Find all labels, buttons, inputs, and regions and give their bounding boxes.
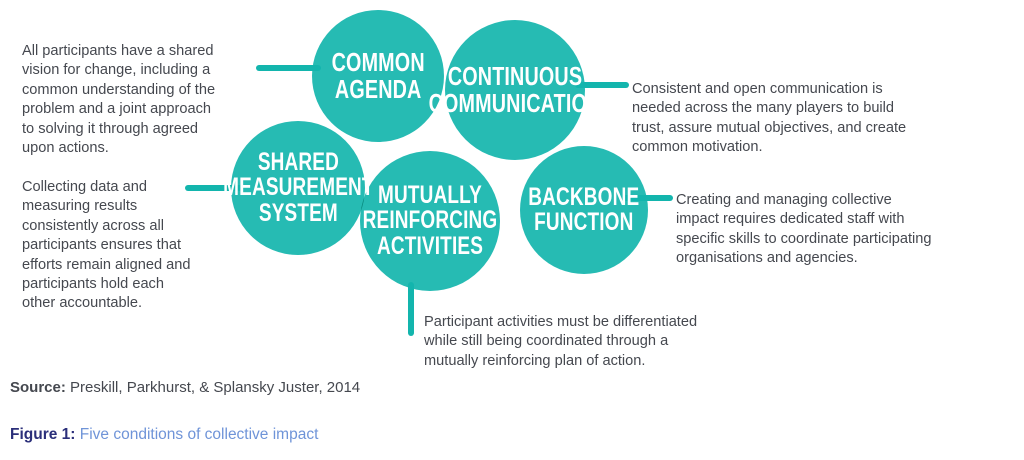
- circle-backbone-function[interactable]: [520, 146, 648, 274]
- source-caption: Source: Preskill, Parkhurst, & Splansky …: [10, 378, 360, 398]
- circle-common-agenda[interactable]: [312, 10, 444, 142]
- note-shared-measurement: Collecting data and measuring results co…: [22, 179, 191, 312]
- note-common-agenda: All participants have a shared vision fo…: [22, 43, 216, 157]
- figure-number: Figure 1:: [10, 426, 76, 443]
- figure-title: Five conditions of collective impact: [75, 426, 319, 443]
- source-text: Preskill, Parkhurst, & Splansky Juster, …: [65, 379, 361, 396]
- note-backbone-function: Creating and managing collective impact …: [676, 192, 932, 267]
- circle-mutually-reinforcing-activities[interactable]: [360, 151, 500, 291]
- source-label: Source:: [10, 379, 66, 396]
- figure-caption: Figure 1: Five conditions of collective …: [10, 425, 318, 445]
- circle-shared-measurement-system[interactable]: [231, 121, 365, 255]
- circle-continuous-communication[interactable]: [445, 20, 585, 160]
- note-mutually-reinforcing: Participant activities must be different…: [424, 314, 698, 369]
- note-continuous-communication: Consistent and open communication is nee…: [632, 81, 907, 156]
- circle-group: [231, 10, 648, 291]
- diagram-canvas: [185, 10, 673, 336]
